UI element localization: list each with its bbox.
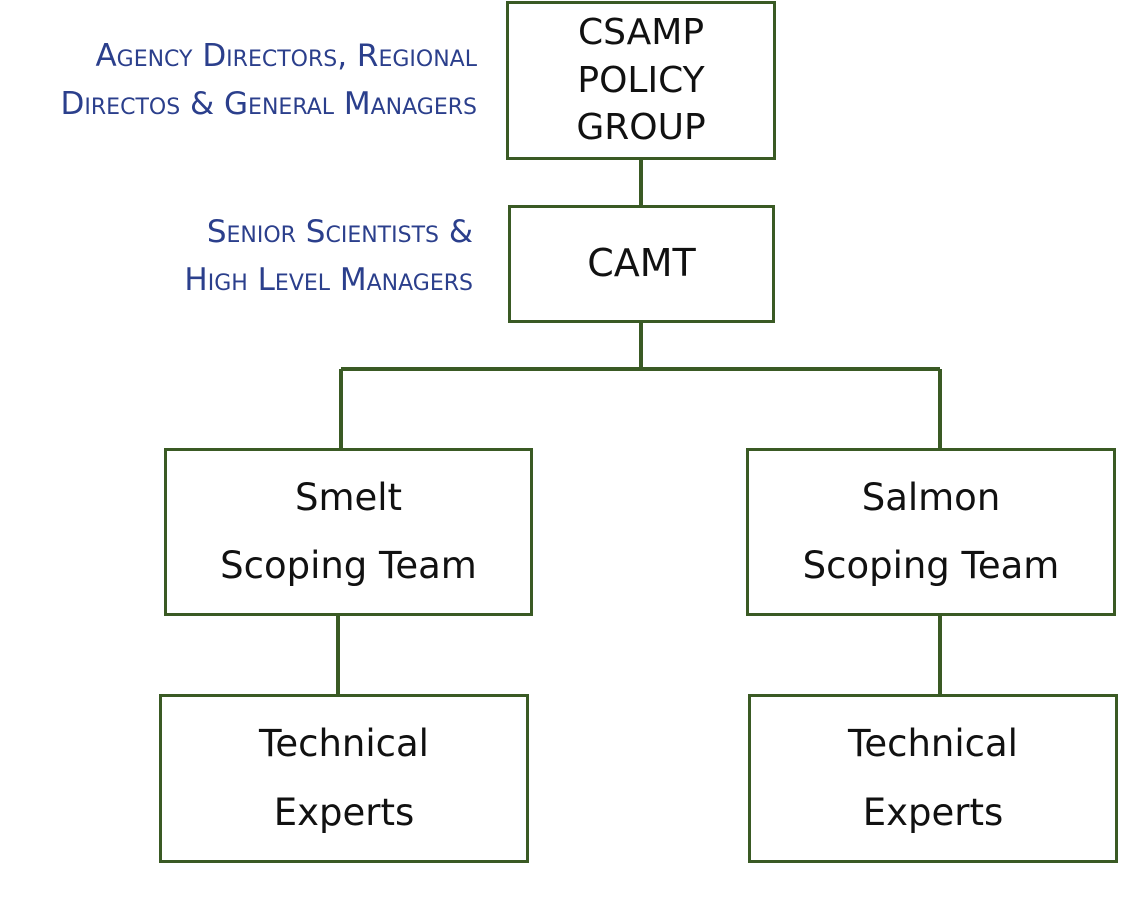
directors-note: Agency Directors, Regional Directos & Ge… [61,32,477,128]
policy-group-line2: POLICY [577,59,705,101]
salmon-experts-line2: Experts [862,790,1004,834]
csamp-policy-group-box: CSAMP POLICY GROUP [506,1,776,160]
salmon-scoping-team-box: Salmon Scoping Team [746,448,1116,616]
smelt-team-line2: Scoping Team [220,544,477,587]
smelt-experts-line2: Experts [273,790,415,834]
directors-note-line2: Directos & General Managers [60,86,477,122]
smelt-experts-line1: Technical [259,722,429,766]
salmon-team-line2: Scoping Team [802,544,1060,587]
policy-group-line1: CSAMP [577,11,705,53]
salmon-technical-experts-box: Technical Experts [748,694,1118,863]
salmon-team-line1: Salmon [861,475,1001,519]
policy-group-line3: GROUP [576,107,706,149]
smelt-team-line1: Smelt [294,475,403,519]
directors-note-line1: Agency Directors, Regional [95,38,477,74]
scientists-note: Senior Scientists & High Level Managers [184,208,473,304]
smelt-scoping-team-box: Smelt Scoping Team [164,448,533,616]
scientists-note-line2: High Level Managers [184,262,473,298]
camt-box: CAMT [508,205,775,323]
smelt-technical-experts-box: Technical Experts [159,694,529,863]
scientists-note-line1: Senior Scientists & [206,214,473,250]
salmon-experts-line1: Technical [848,722,1018,766]
camt-label: CAMT [587,241,696,286]
